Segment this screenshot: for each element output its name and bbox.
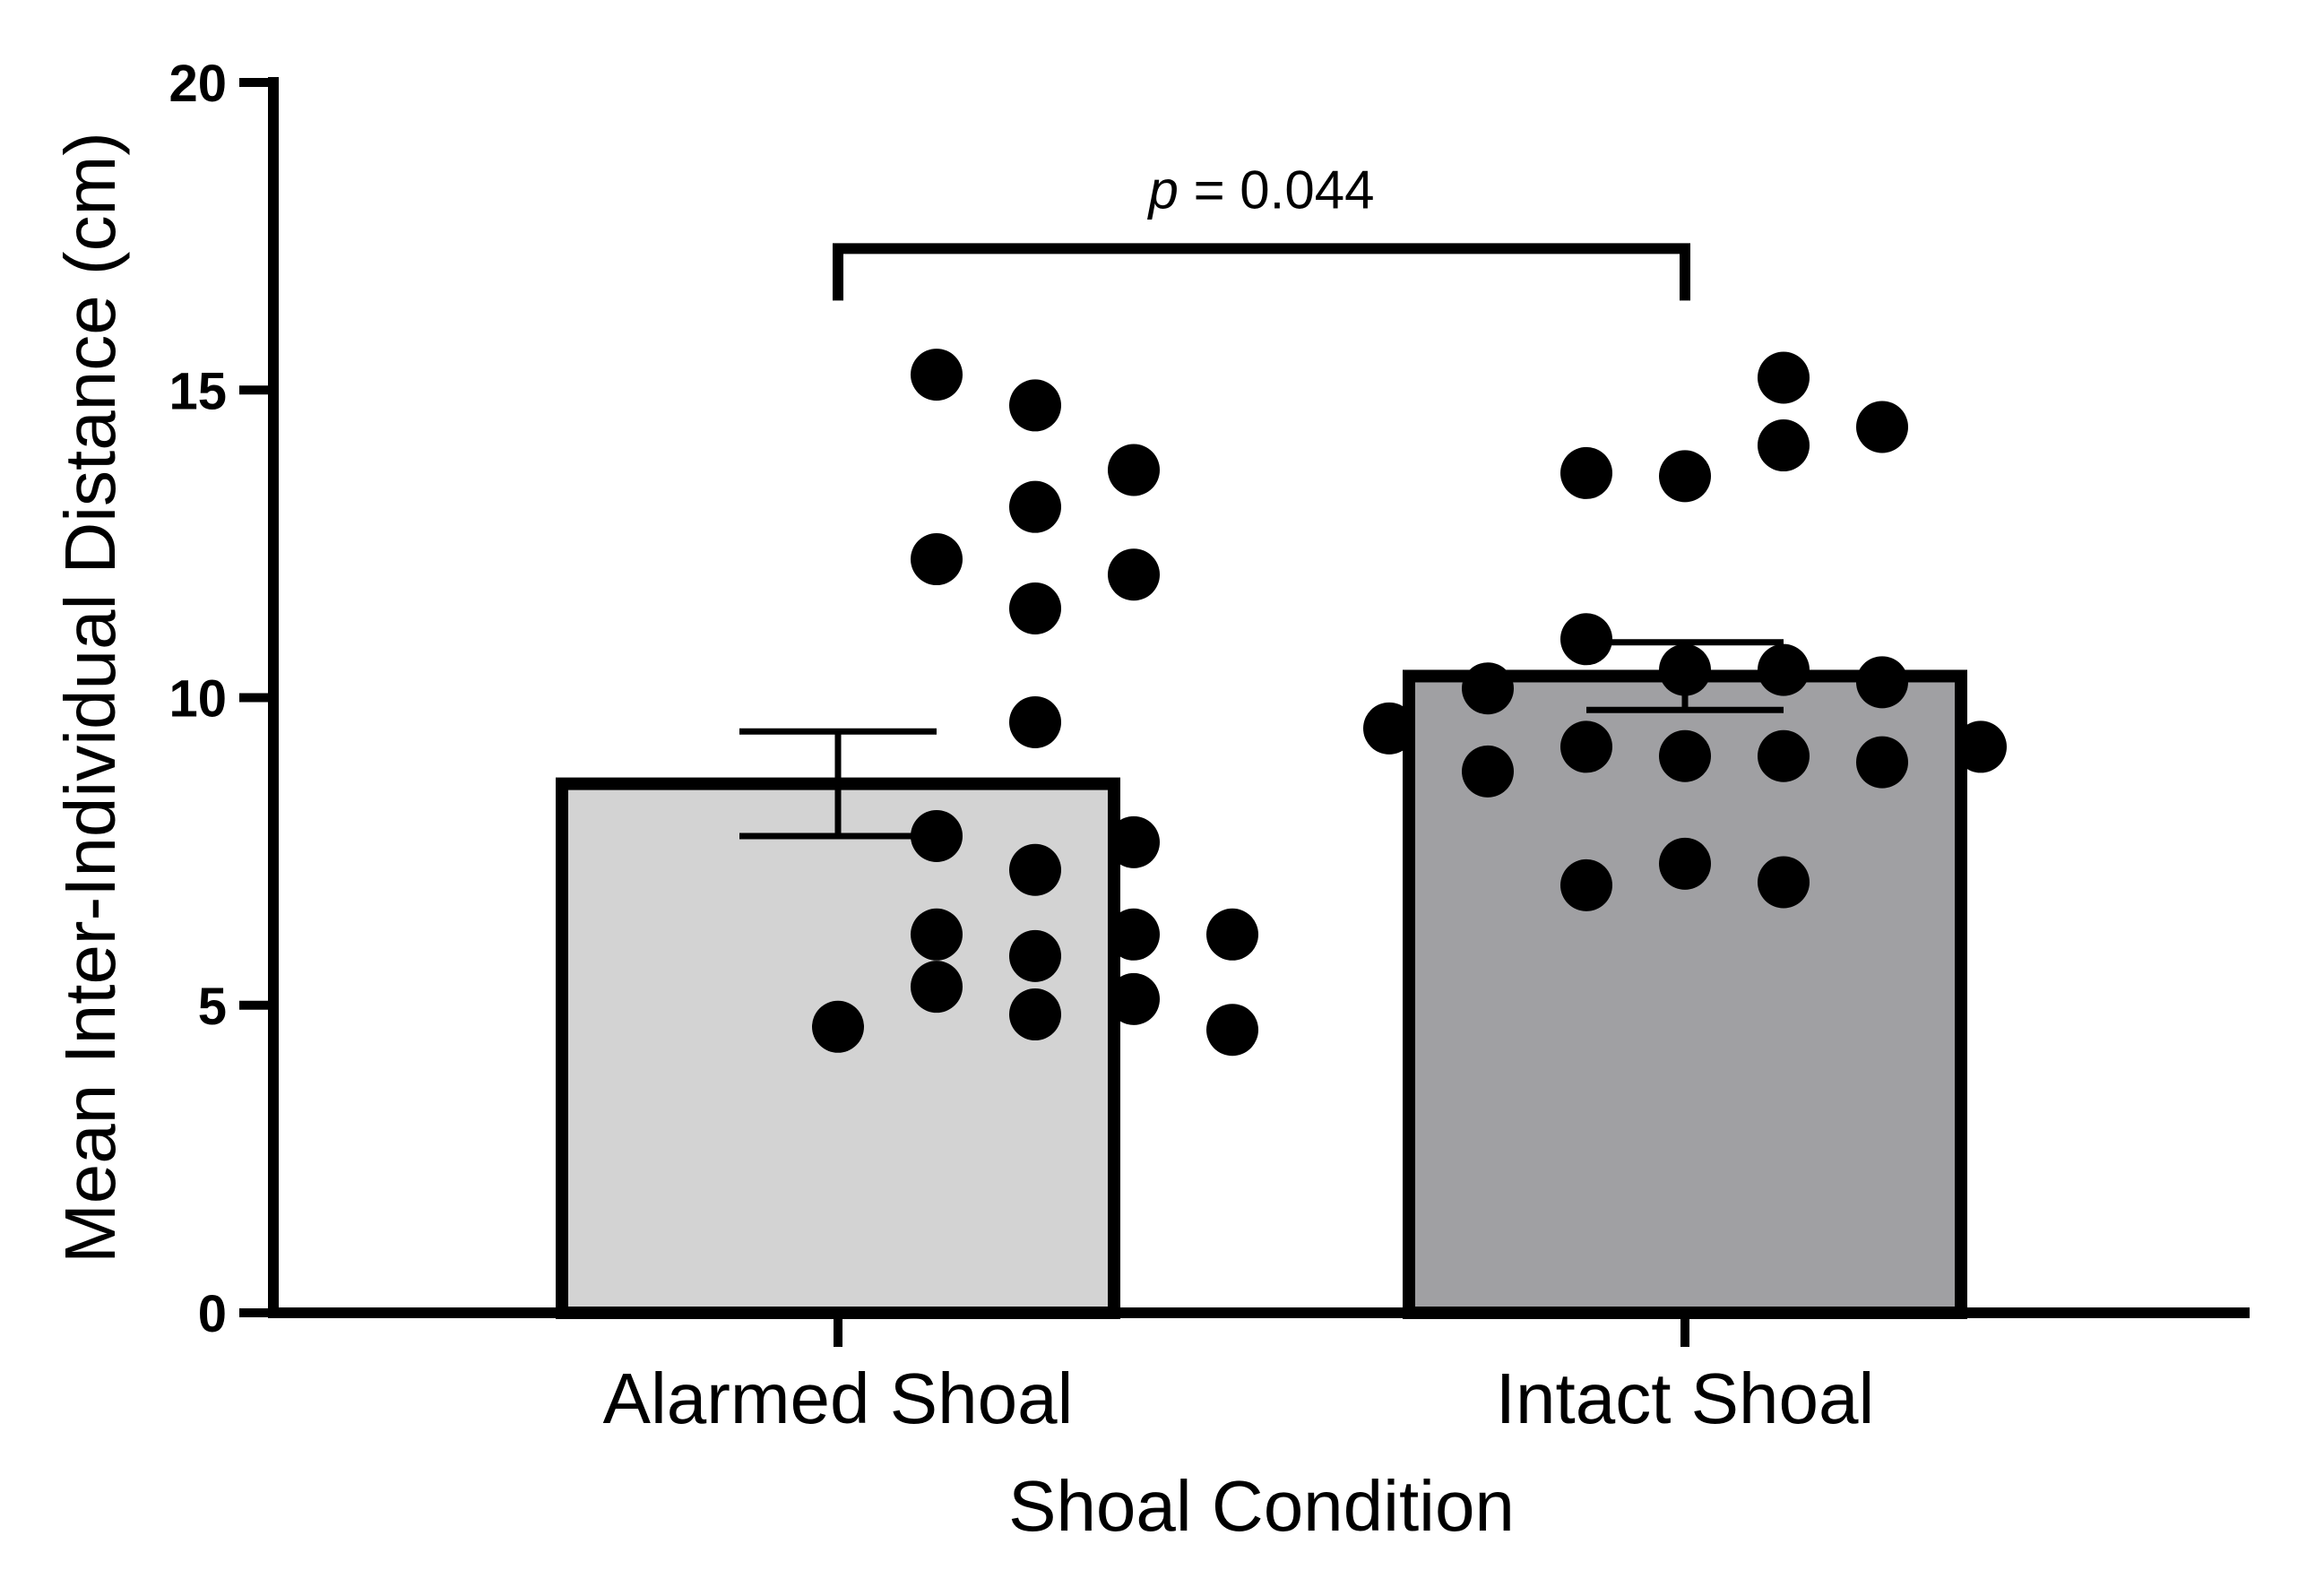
data-point-2-18 bbox=[1856, 656, 1908, 709]
data-point-2-9 bbox=[1659, 729, 1711, 782]
data-point-2-13 bbox=[1758, 729, 1810, 782]
error-bars-layer bbox=[739, 639, 1784, 840]
data-point-2-12 bbox=[1758, 856, 1810, 909]
data-point-1-19 bbox=[1206, 1004, 1258, 1057]
data-point-2-8 bbox=[1659, 837, 1711, 890]
significance-label: p = 0.044 bbox=[1147, 160, 1375, 220]
data-point-1-18 bbox=[1108, 444, 1160, 496]
error-bar-1 bbox=[739, 728, 937, 840]
y-tick-label-5: 5 bbox=[198, 978, 227, 1036]
data-point-2-15 bbox=[1758, 419, 1810, 472]
data-point-1-1 bbox=[812, 1000, 864, 1053]
p-value: = 0.044 bbox=[1179, 160, 1375, 220]
data-point-2-2 bbox=[1462, 745, 1514, 798]
data-point-1-8 bbox=[1009, 929, 1061, 982]
data-point-1-10 bbox=[1009, 695, 1061, 748]
data-point-1-12 bbox=[1009, 480, 1061, 533]
bars-layer bbox=[556, 669, 1967, 1319]
data-point-2-11 bbox=[1659, 450, 1711, 503]
y-tick-label-10: 10 bbox=[168, 670, 227, 729]
data-point-2-17 bbox=[1856, 736, 1908, 789]
data-point-2-19 bbox=[1856, 401, 1908, 453]
data-point-1-14 bbox=[1108, 972, 1160, 1025]
data-point-1-17 bbox=[1108, 548, 1160, 601]
data-point-1-13 bbox=[1009, 379, 1061, 432]
data-point-1-16 bbox=[1108, 815, 1160, 868]
data-point-2-4 bbox=[1560, 858, 1612, 911]
data-point-1-3 bbox=[911, 908, 963, 961]
data-point-2-20 bbox=[1955, 720, 2007, 773]
data-point-2-1 bbox=[1363, 702, 1415, 755]
x-tick-label-2: Intact Shoal bbox=[1496, 1359, 1875, 1438]
p-symbol: p bbox=[1147, 160, 1179, 220]
data-point-1-15 bbox=[1108, 908, 1160, 961]
x-tick-label-1: Alarmed Shoal bbox=[603, 1359, 1074, 1438]
data-point-2-14 bbox=[1758, 643, 1810, 696]
y-axis-title: Mean Inter-Individual Distance (cm) bbox=[50, 132, 130, 1264]
x-axis-title: Shoal Condition bbox=[1008, 1466, 1515, 1546]
data-point-1-6 bbox=[911, 349, 963, 401]
data-point-2-5 bbox=[1560, 720, 1612, 773]
data-point-2-16 bbox=[1758, 351, 1810, 404]
data-point-1-9 bbox=[1009, 843, 1061, 896]
data-point-2-3 bbox=[1462, 662, 1514, 715]
y-tick-label-0: 0 bbox=[198, 1285, 227, 1343]
significance-layer: p = 0.044 bbox=[833, 160, 1690, 301]
error-bar-2 bbox=[1586, 639, 1784, 713]
data-point-1-20 bbox=[1206, 908, 1258, 961]
data-point-1-2 bbox=[911, 961, 963, 1014]
data-point-2-7 bbox=[1560, 446, 1612, 499]
data-point-1-11 bbox=[1009, 582, 1061, 634]
y-tick-label-15: 15 bbox=[168, 362, 227, 420]
significance-bracket bbox=[833, 243, 1690, 301]
y-tick-label-20: 20 bbox=[168, 55, 227, 113]
data-point-1-5 bbox=[911, 533, 963, 586]
data-point-1-7 bbox=[1009, 988, 1061, 1041]
